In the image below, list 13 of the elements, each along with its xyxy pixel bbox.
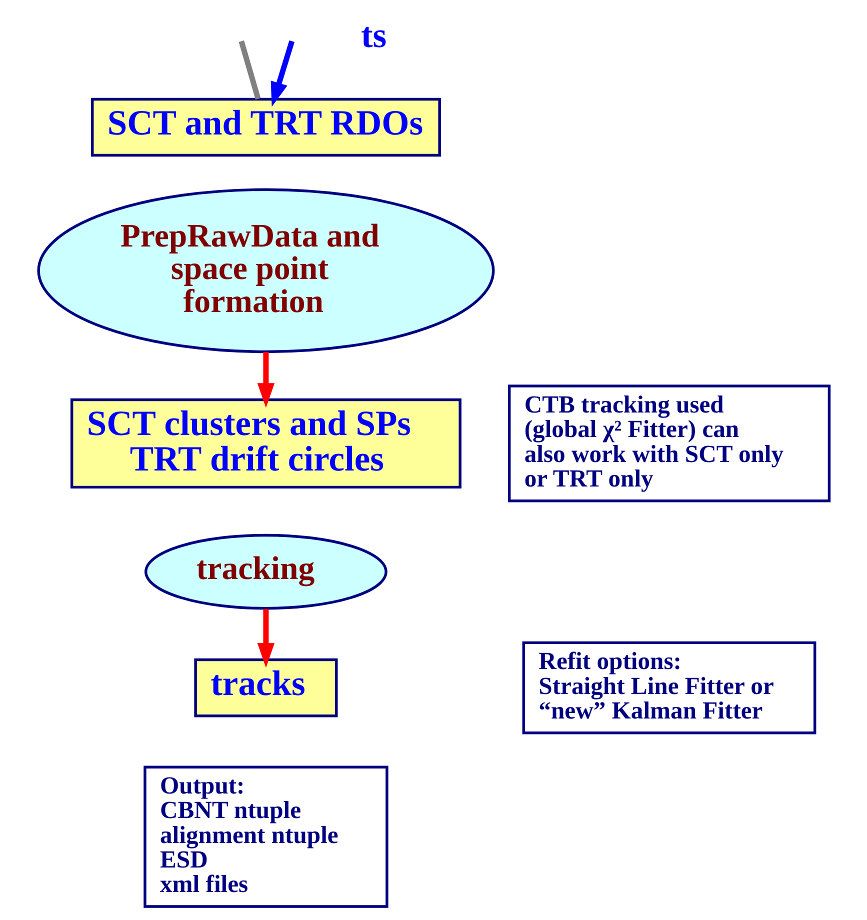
node-box: SCT clusters and SPs TRT drift circles (70, 398, 461, 488)
node-box: Refit options: Straight Line Fitter or “new” Kalman Fitter (522, 640, 816, 734)
arrow (256, 352, 274, 408)
connector (238, 40, 260, 100)
node-ellipse: tracking (144, 533, 387, 610)
arrow (270, 40, 294, 106)
node-box: SCT and TRT RDOs (90, 97, 440, 156)
label: ts (360, 14, 386, 55)
arrow (256, 608, 274, 668)
node-box: CTB tracking used (global χ² Fitter) can also work with SCT only or TRT only (507, 384, 830, 502)
node-box: Output: CBNT ntuple alignment ntuple ESD xml files (143, 765, 388, 908)
node-box: tracks (194, 658, 338, 717)
node-ellipse: PrepRawData and space point formation (36, 188, 494, 353)
